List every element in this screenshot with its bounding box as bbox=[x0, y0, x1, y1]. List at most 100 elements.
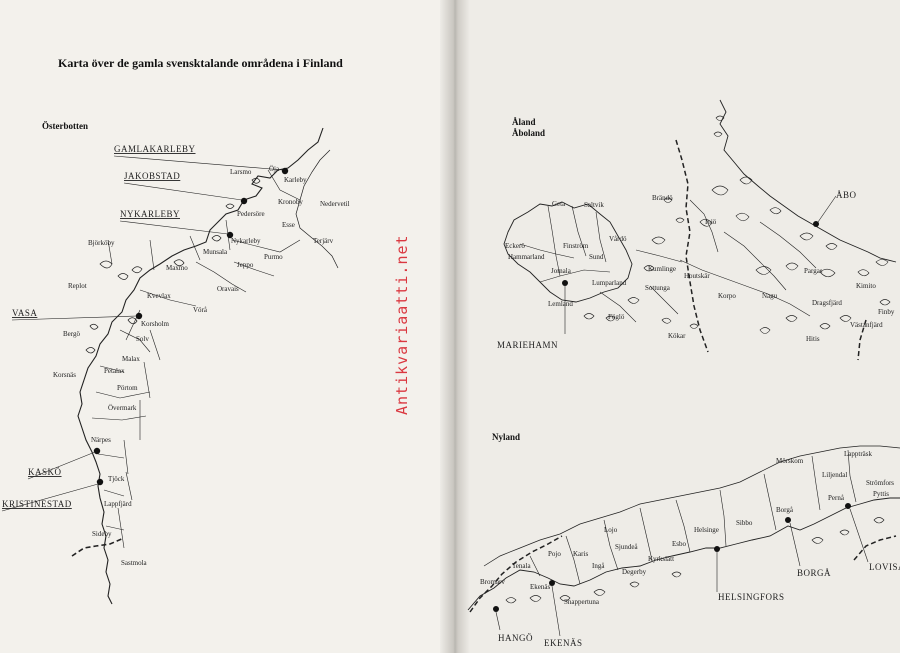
town-label: Öja bbox=[269, 165, 280, 173]
town-label: Brändö bbox=[652, 194, 673, 202]
nyland-coastline bbox=[467, 497, 900, 611]
town-label: Sastmola bbox=[121, 559, 148, 567]
city-marker-borga bbox=[785, 517, 791, 523]
town-label: Kronoby bbox=[278, 198, 303, 206]
town-label: Pargas bbox=[804, 267, 823, 275]
town-label: Borgå bbox=[776, 506, 794, 514]
aland-map bbox=[503, 99, 897, 361]
city-marker-abo bbox=[813, 221, 819, 227]
osterbotten-coastline bbox=[77, 127, 324, 605]
region-label-aland: Åland bbox=[512, 117, 536, 127]
language-border-nyland-east bbox=[853, 535, 897, 561]
town-label: Nykarleby bbox=[231, 237, 261, 245]
town-label: Sottunga bbox=[645, 284, 671, 292]
town-label: Kimito bbox=[856, 282, 876, 290]
osterbotten-leader-lines bbox=[1, 155, 284, 512]
region-label-nyland: Nyland bbox=[492, 432, 521, 442]
left-page bbox=[0, 0, 455, 653]
town-label: Hammarland bbox=[508, 253, 545, 261]
city-label-abo: ÅBO bbox=[836, 190, 857, 200]
aland-main-island bbox=[503, 201, 633, 303]
town-label: Solv bbox=[136, 335, 149, 343]
city-label-ekenas: EKENÄS bbox=[544, 638, 583, 648]
nyland-leader-lines bbox=[495, 508, 869, 637]
page-heading: Karta över de gamla svensktalande område… bbox=[58, 56, 343, 70]
city-label-vasa: VASA bbox=[12, 308, 37, 318]
city-marker-kasko bbox=[93, 447, 101, 455]
town-label: Lumparland bbox=[592, 279, 627, 287]
town-label: Kökar bbox=[668, 332, 686, 340]
town-label: Munsala bbox=[203, 248, 228, 256]
town-label: Nedervetil bbox=[320, 200, 350, 208]
city-marker-nykarleby bbox=[226, 231, 234, 239]
city-marker-jakobstad bbox=[240, 197, 248, 205]
region-label-aboland: Åboland bbox=[512, 128, 546, 138]
city-label-lovisa: LOVISA bbox=[869, 562, 900, 572]
town-label: Liljendal bbox=[822, 471, 847, 479]
town-label: Petalax bbox=[104, 367, 125, 375]
aland-city-markers bbox=[562, 221, 819, 286]
city-label-helsingfors: HELSINGFORS bbox=[718, 592, 785, 602]
town-label: Terjärv bbox=[313, 237, 334, 245]
town-label: Sjundeå bbox=[615, 543, 638, 551]
town-label: Degerby bbox=[622, 568, 647, 576]
city-label-nykarleby: NYKARLEBY bbox=[120, 209, 180, 219]
town-label: Vårdö bbox=[609, 235, 627, 243]
town-label: Nagu bbox=[762, 292, 778, 300]
town-label: Närpes bbox=[91, 436, 111, 444]
town-label: Purmo bbox=[264, 253, 283, 261]
town-label: Tenala bbox=[512, 562, 531, 570]
town-label: Korpo bbox=[718, 292, 736, 300]
town-label: Övermark bbox=[108, 404, 137, 412]
nyland-city-markers bbox=[493, 503, 851, 612]
town-label: Hitis bbox=[806, 335, 820, 343]
region-label-osterbotten: Österbotten bbox=[42, 121, 88, 131]
town-label: Malax bbox=[122, 355, 140, 363]
aland-leader-lines bbox=[564, 195, 837, 334]
town-label: Pojo bbox=[548, 550, 561, 558]
city-label-hango: HANGÖ bbox=[498, 633, 533, 643]
town-label: Föglö bbox=[608, 313, 625, 321]
town-label: Bromarv bbox=[480, 578, 505, 586]
town-label: Finby bbox=[878, 308, 895, 316]
town-label: Karis bbox=[573, 550, 588, 558]
town-label: Iniö bbox=[705, 218, 717, 226]
town-label: Bergö bbox=[63, 330, 80, 338]
town-label: Oravais bbox=[217, 285, 239, 293]
town-label: Esse bbox=[282, 221, 295, 229]
osterbotten-inner-line bbox=[295, 149, 339, 269]
town-label: Sund bbox=[589, 253, 604, 261]
town-label: Replot bbox=[68, 282, 87, 290]
aboland-coastline bbox=[719, 99, 897, 263]
book-gutter bbox=[440, 0, 470, 653]
town-label: Korsnäs bbox=[53, 371, 76, 379]
osterbotten-map bbox=[71, 127, 339, 605]
language-border-south bbox=[71, 537, 125, 557]
town-label: Västanfjärd bbox=[850, 321, 883, 329]
town-label: Ingå bbox=[592, 562, 605, 570]
town-label: Esbo bbox=[672, 540, 687, 548]
town-label: Mörskom bbox=[776, 457, 804, 465]
language-border-aboland bbox=[675, 139, 709, 353]
town-label: Maxmo bbox=[166, 264, 188, 272]
town-label: Saltvik bbox=[584, 201, 604, 209]
town-label: Kumlinge bbox=[648, 265, 676, 273]
town-label: Ekenäs bbox=[530, 583, 550, 591]
town-label: Jeppo bbox=[237, 261, 254, 269]
city-marker-ekenas bbox=[549, 580, 555, 586]
town-label: Dragsfjärd bbox=[812, 299, 842, 307]
town-label: Björköby bbox=[88, 239, 115, 247]
town-label: Pedersöre bbox=[237, 210, 265, 218]
city-marker-mariehamn bbox=[562, 280, 568, 286]
town-label: Snappertuna bbox=[564, 598, 600, 606]
city-label-jakobstad: JAKOBSTAD bbox=[124, 171, 180, 181]
town-label: Sibbo bbox=[736, 519, 753, 527]
town-label: Lemland bbox=[548, 300, 573, 308]
town-label: Geta bbox=[552, 200, 566, 208]
town-label: Helsinge bbox=[694, 526, 719, 534]
town-label: Larsmo bbox=[230, 168, 252, 176]
city-label-gamlakarleby: GAMLAKARLEBY bbox=[114, 144, 196, 154]
town-label: Tjöck bbox=[108, 475, 125, 483]
city-marker-lovisa bbox=[845, 503, 851, 509]
